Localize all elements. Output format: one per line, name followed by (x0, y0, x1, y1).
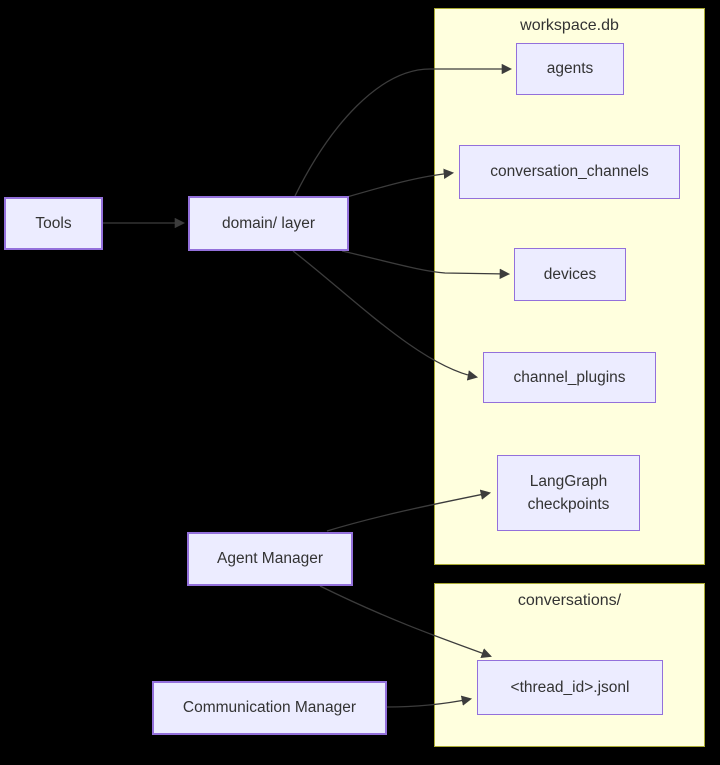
node-tools-label: Tools (35, 214, 72, 232)
node-domain-layer: domain/ layer (188, 196, 349, 251)
node-langgraph-checkpoints-label: LangGraph checkpoints (527, 472, 610, 513)
node-conversation-channels: conversation_channels (459, 145, 680, 199)
node-agent-manager: Agent Manager (187, 532, 353, 586)
node-devices: devices (514, 248, 626, 301)
node-langgraph-checkpoints: LangGraph checkpoints (497, 455, 640, 531)
cluster-workspace-db-label: workspace.db (520, 17, 619, 34)
node-agents-label: agents (546, 60, 594, 78)
node-thread-id-jsonl: <thread_id>.jsonl (477, 660, 663, 715)
node-tools: Tools (4, 197, 103, 250)
cluster-conversations-label: conversations/ (517, 592, 622, 609)
node-communication-manager-label: Communication Manager (182, 699, 357, 717)
node-agent-manager-label: Agent Manager (217, 550, 323, 568)
node-conversation-channels-label: conversation_channels (490, 163, 649, 181)
node-domain-layer-label: domain/ layer (221, 214, 316, 232)
node-channel-plugins: channel_plugins (483, 352, 656, 403)
node-devices-label: devices (543, 265, 597, 283)
node-agents: agents (516, 43, 624, 95)
node-channel-plugins-label: channel_plugins (513, 368, 626, 386)
node-communication-manager: Communication Manager (152, 681, 387, 735)
node-thread-id-jsonl-label: <thread_id>.jsonl (510, 678, 630, 696)
